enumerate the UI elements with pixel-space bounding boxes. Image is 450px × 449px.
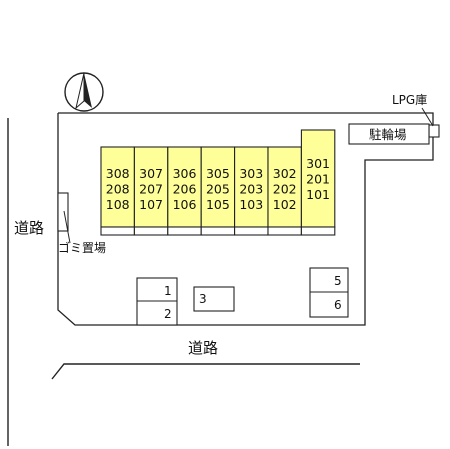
unit-number: 306 [173, 166, 197, 181]
unit-block [167, 146, 202, 228]
unit-number: 308 [106, 166, 130, 181]
parking-space-5: 5 [334, 274, 342, 288]
unit-number: 202 [273, 182, 297, 197]
unit-number: 207 [139, 182, 163, 197]
north-arrow-icon [64, 72, 104, 112]
lpg-storage-box [428, 124, 440, 138]
unit-block [267, 146, 302, 228]
unit-number: 302 [273, 166, 297, 181]
unit-number: 107 [139, 197, 163, 212]
parking-space-6: 6 [334, 298, 342, 312]
unit-number: 103 [239, 197, 263, 212]
garbage-area-box [57, 192, 69, 232]
unit-balcony [133, 226, 169, 236]
unit-number: 101 [306, 187, 330, 202]
parking-space-2: 2 [164, 307, 172, 321]
unit-number: 305 [206, 166, 230, 181]
road-west-label: 道路 [14, 219, 44, 237]
unit-number: 108 [106, 197, 130, 212]
unit-number: 301 [306, 156, 330, 171]
road-south-edge [51, 363, 360, 380]
unit-balcony [267, 226, 302, 236]
unit-number: 201 [306, 172, 330, 187]
apartment-building: 3082081083072071073062061063052051053032… [100, 129, 336, 236]
unit-number: 206 [173, 182, 197, 197]
unit-balcony [234, 226, 269, 236]
unit-number: 307 [139, 166, 163, 181]
parking-lot-5-6: 5 6 [309, 267, 349, 318]
unit-number: 102 [273, 197, 297, 212]
unit-block [100, 146, 135, 228]
parking-space-1: 1 [164, 284, 172, 298]
unit-number: 203 [239, 182, 263, 197]
garbage-area-label: ゴミ置場 [58, 240, 106, 255]
unit-number: 106 [173, 197, 197, 212]
lpg-storage-label: LPG庫 [392, 93, 427, 107]
unit-number: 205 [206, 182, 230, 197]
road-south-label: 道路 [188, 339, 218, 357]
unit-block [234, 146, 269, 228]
parking-lot-1-2: 1 2 [136, 277, 178, 326]
unit-balcony [200, 226, 236, 236]
bicycle-parking [348, 123, 430, 145]
unit-number: 208 [106, 182, 130, 197]
site-boundary [57, 112, 434, 326]
unit-number: 303 [239, 166, 263, 181]
parking-lot-3: 3 [193, 286, 235, 312]
unit-block [200, 146, 236, 228]
parking-space-3: 3 [199, 292, 207, 306]
unit-balcony [100, 226, 135, 236]
unit-balcony [167, 226, 202, 236]
unit-number: 105 [206, 197, 230, 212]
bicycle-parking-label: 駐輪場 [369, 127, 407, 142]
unit-balcony [300, 226, 336, 236]
